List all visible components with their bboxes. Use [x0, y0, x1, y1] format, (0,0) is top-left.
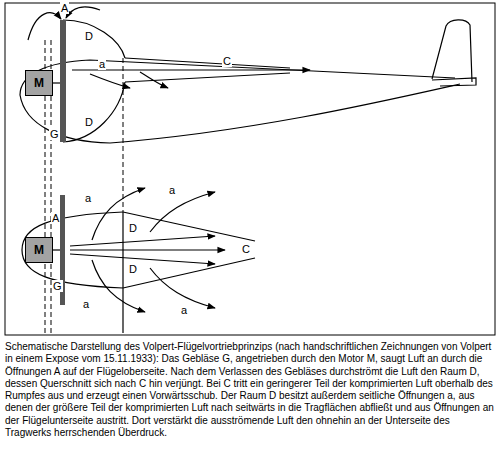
part-letter: a [84, 192, 92, 204]
part-letter: a [82, 298, 90, 310]
part-letter: A [51, 212, 60, 224]
fuselage-bottom [20, 84, 460, 143]
side-flow-arrow [150, 192, 215, 232]
motor-label: M [34, 76, 44, 90]
motor-box: M [25, 237, 53, 263]
part-letter: G [49, 128, 60, 140]
side-flow-arrow [150, 268, 215, 308]
shaft [53, 82, 60, 83]
part-letter: C [222, 55, 232, 67]
side-flow-arrow [92, 260, 145, 312]
wing-edge [122, 212, 123, 333]
side-flow-arrow [92, 188, 145, 240]
flow-arrow [70, 249, 225, 250]
side-view [20, 7, 476, 143]
figure-caption: Schematische Darstellung des Volpert-Flü… [5, 341, 495, 439]
flow-arrow [70, 254, 215, 264]
duct-line [125, 58, 290, 68]
drawing-frame [5, 3, 495, 335]
shaft [53, 249, 60, 250]
part-letter: C [241, 243, 251, 255]
flow-arrow [70, 236, 215, 246]
part-letter: D [84, 116, 94, 128]
intake-arrow [66, 7, 100, 18]
duct-line [123, 212, 255, 241]
part-letter: D [128, 263, 138, 275]
duct-lower [63, 82, 125, 142]
part-letter: a [98, 58, 106, 70]
top-view [22, 188, 255, 333]
part-letter: a [168, 184, 176, 196]
flow-arrow [90, 74, 130, 88]
tail-plane [432, 78, 476, 86]
part-letter: D [84, 30, 94, 42]
part-letter: a [180, 304, 188, 316]
duct-upper [63, 20, 125, 58]
tail-fin [432, 20, 472, 82]
projection-lines [45, 40, 123, 333]
flow-arrow [72, 69, 310, 70]
intake-arrow [28, 13, 61, 40]
part-letter: G [52, 280, 63, 292]
flow-arrow [140, 72, 168, 88]
motor-box: M [25, 70, 53, 96]
projection-line [123, 58, 124, 212]
part-letter: D [128, 222, 138, 234]
fan-blade [60, 20, 66, 142]
part-letter: A [60, 2, 69, 14]
motor-label: M [34, 243, 44, 257]
